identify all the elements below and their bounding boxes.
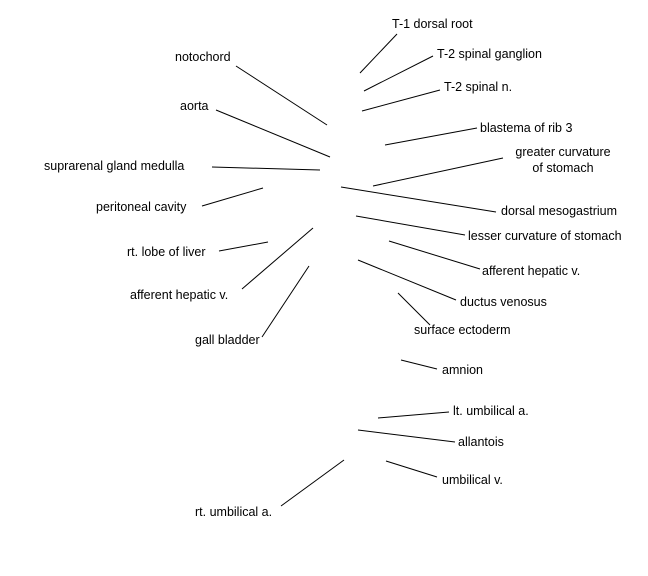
leader-greater-curvature: [372, 157, 504, 187]
leader-t1-dorsal-root: [359, 33, 398, 74]
leader-dorsal-mesogastrium: [340, 186, 497, 213]
leader-aorta: [215, 109, 331, 158]
label-dorsal-mesogastrium: dorsal mesogastrium: [501, 204, 618, 218]
label-aorta: aorta: [180, 99, 209, 113]
label-rt-lobe-liver: rt. lobe of liver: [127, 245, 206, 259]
leader-surface-ectoderm: [397, 292, 431, 326]
leader-t2-spinal-ganglion: [363, 55, 434, 92]
leader-rt-lobe-liver: [218, 241, 269, 252]
label-suprarenal-gland-medulla: suprarenal gland medulla: [44, 159, 185, 173]
leader-notochord: [235, 65, 328, 126]
leader-suprarenal-gland-medulla: [211, 166, 321, 171]
label-afferent-hepatic-v-left: afferent hepatic v.: [130, 288, 229, 302]
leader-allantois: [357, 429, 456, 443]
label-ductus-venosus: ductus venosus: [460, 295, 547, 309]
label-t2-spinal-ganglion: T-2 spinal ganglion: [437, 47, 542, 61]
leader-peritoneal-cavity: [201, 187, 264, 207]
label-greater-curvature: greater curvature of stomach: [505, 144, 621, 176]
label-greater-curvature-line1: greater curvature: [515, 145, 611, 159]
label-notochord: notochord: [175, 50, 231, 64]
label-peritoneal-cavity: peritoneal cavity: [96, 200, 187, 214]
leader-ductus-venosus: [357, 259, 457, 301]
label-t2-spinal-n: T-2 spinal n.: [444, 80, 513, 94]
label-amnion: amnion: [442, 363, 483, 377]
leader-rt-umbilical-a: [280, 459, 345, 507]
label-umbilical-v: umbilical v.: [442, 473, 503, 487]
leader-t2-spinal-n: [361, 89, 441, 112]
leader-lesser-curvature: [355, 215, 466, 236]
leader-afferent-hepatic-v-left: [241, 227, 314, 290]
label-blastema-rib3: blastema of rib 3: [480, 121, 573, 135]
label-lesser-curvature: lesser curvature of stomach: [468, 229, 622, 243]
label-afferent-hepatic-v-right: afferent hepatic v.: [482, 264, 581, 278]
leader-umbilical-v: [385, 460, 438, 478]
leader-blastema-rib3: [384, 127, 478, 146]
leader-afferent-hepatic-v-right: [388, 240, 481, 270]
leader-gall-bladder: [261, 265, 310, 338]
label-greater-curvature-line2: of stomach: [532, 161, 594, 175]
leader-amnion: [400, 359, 438, 370]
label-surface-ectoderm: surface ectoderm: [414, 323, 511, 337]
label-allantois: allantois: [458, 435, 504, 449]
label-lt-umbilical-a: lt. umbilical a.: [453, 404, 529, 418]
leader-lt-umbilical-a: [377, 411, 450, 419]
label-rt-umbilical-a: rt. umbilical a.: [195, 505, 273, 519]
label-t1-dorsal-root: T-1 dorsal root: [392, 17, 473, 31]
label-gall-bladder: gall bladder: [195, 333, 260, 347]
